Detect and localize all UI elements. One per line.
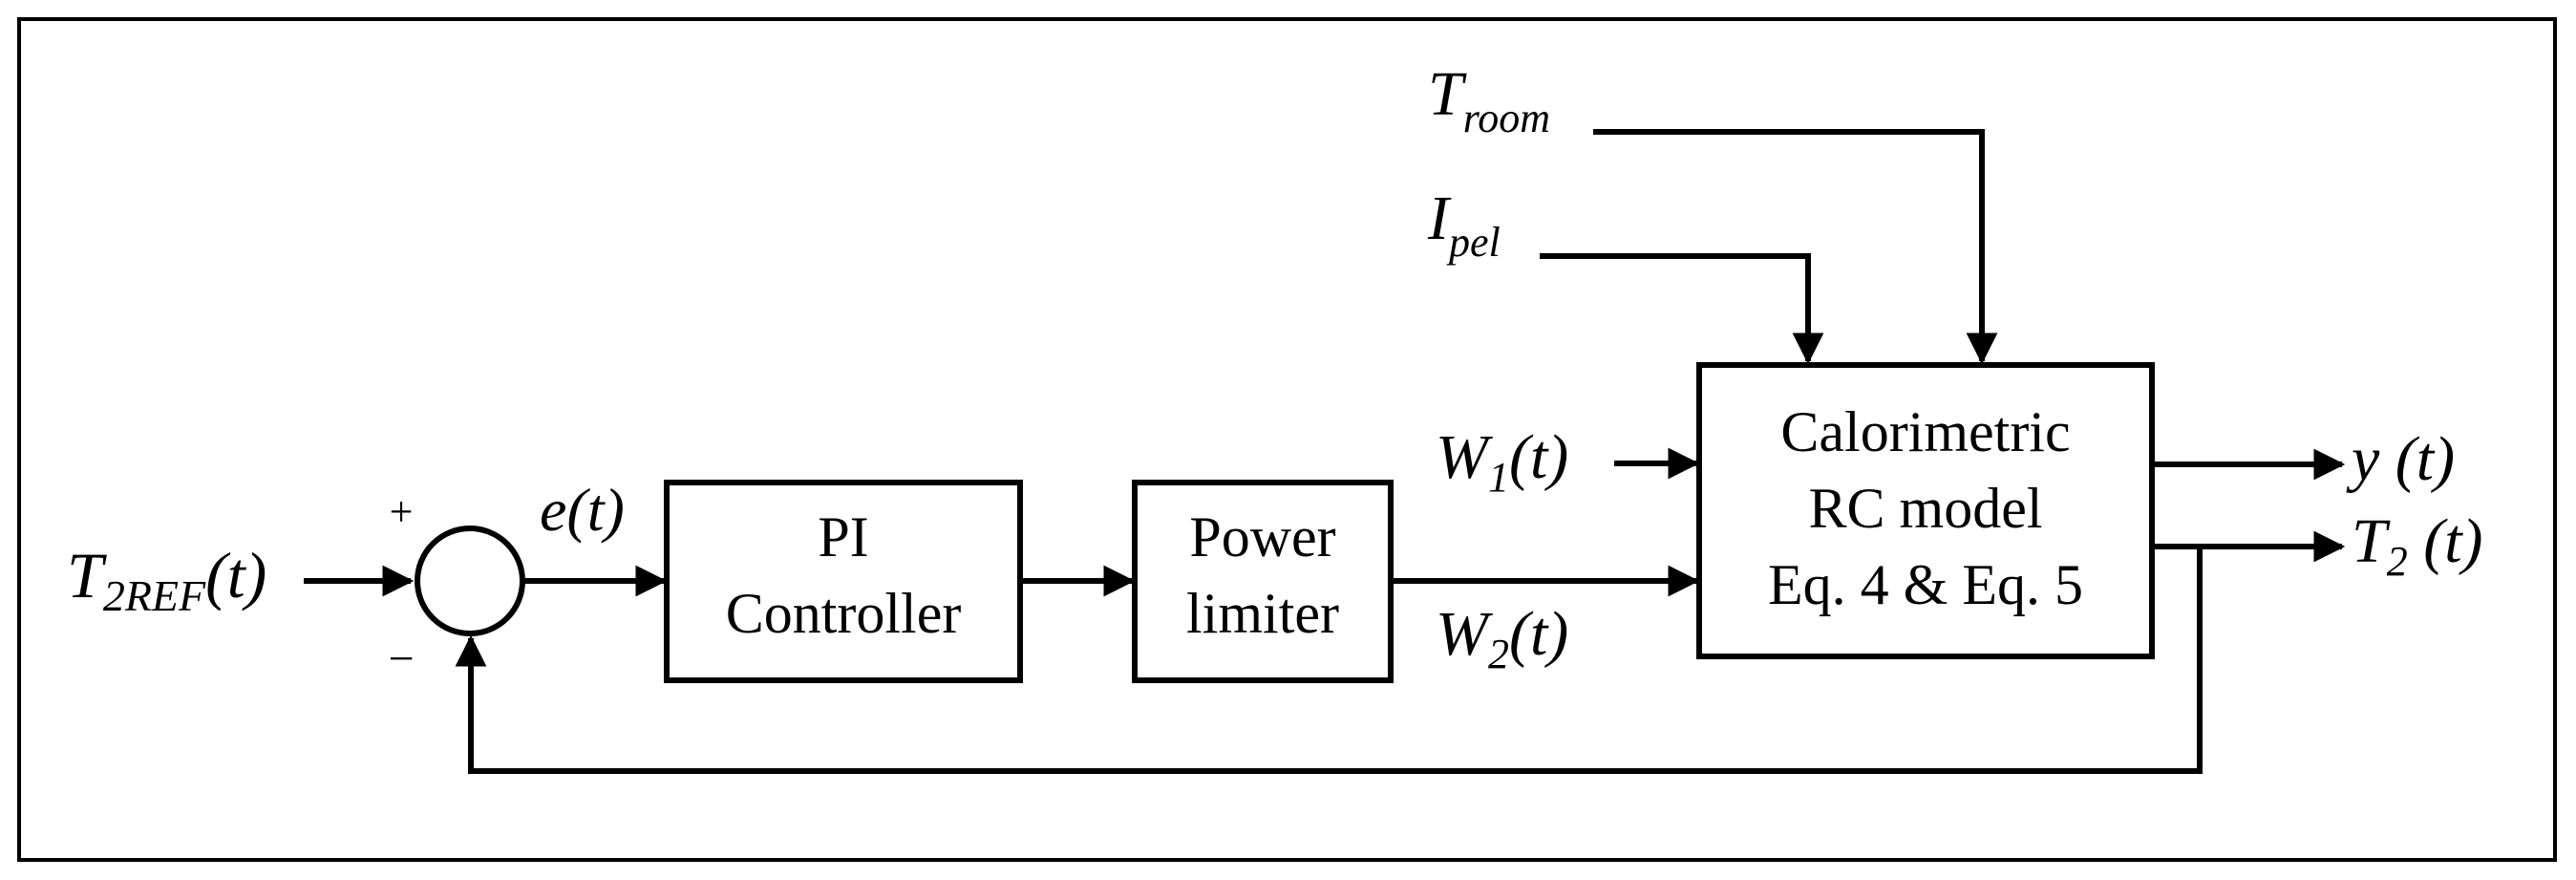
power-limiter-label-line1: Power	[1189, 505, 1335, 569]
model-label-line3: Eq. 4 & Eq. 5	[1768, 553, 2083, 616]
summing-minus-sign: −	[388, 633, 414, 684]
y-output-label: y (t)	[2346, 424, 2455, 494]
feedback-path	[455, 547, 2203, 774]
w1-signal-label: W1(t)	[1436, 422, 1568, 501]
i-pel-arrow	[1540, 253, 1824, 365]
error-signal-label: e(t)	[540, 476, 625, 544]
summing-junction	[415, 526, 525, 636]
t-room-signal-label: Troom	[1428, 59, 1550, 141]
pi-controller-block: PI Controller	[664, 480, 1023, 683]
power-limiter-label-line2: limiter	[1186, 582, 1339, 645]
t2-output-label: T2 (t)	[2352, 506, 2483, 585]
pi-controller-label-line1: PI	[818, 505, 868, 569]
figure-frame	[17, 17, 2557, 862]
i-pel-signal-label: Ipel	[1427, 183, 1501, 266]
power-limiter-block: Power limiter	[1132, 480, 1394, 683]
summing-plus-sign: +	[390, 488, 414, 535]
t-room-arrow	[1593, 129, 1998, 365]
reference-signal-label: T2REF(t)	[67, 539, 266, 620]
w2-signal-label: W2(t)	[1436, 599, 1568, 677]
model-label-line1: Calorimetric	[1780, 400, 2070, 463]
pi-controller-label-line2: Controller	[726, 582, 962, 645]
calorimetric-model-block: Calorimetric RC model Eq. 4 & Eq. 5	[1696, 362, 2155, 659]
model-label-line2: RC model	[1808, 477, 2042, 540]
